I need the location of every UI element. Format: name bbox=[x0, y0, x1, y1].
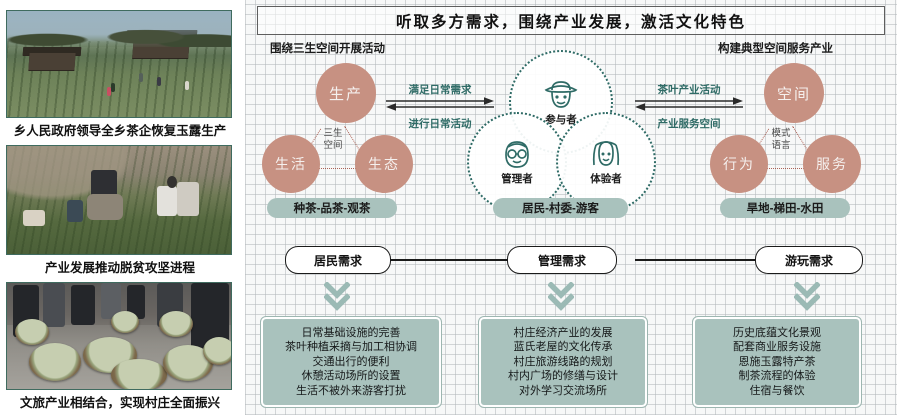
node-production-label: 生产 bbox=[328, 84, 363, 103]
tea-leaf-market-baskets-photo bbox=[6, 282, 232, 390]
diagram-panel: 听取多方需求，围绕产业发展，激活文化特色 围绕三生空间开展活动 生产 生活 生态… bbox=[245, 0, 897, 415]
arrow-left-bottom-label: 进行日常活动 bbox=[408, 118, 472, 130]
list-item: 交通出行的便利 bbox=[312, 355, 390, 368]
double-arrow-icon-left bbox=[386, 97, 494, 111]
list-item: 对外学习交流场所 bbox=[519, 384, 607, 397]
right-center-label: 模式 语言 bbox=[759, 128, 803, 152]
braids-face-icon bbox=[592, 140, 620, 166]
pill-left-group: 种茶-品茶-观茶 bbox=[267, 198, 397, 218]
actor-experiencer[interactable]: 体验者 bbox=[556, 112, 656, 212]
list-item: 休憩活动场所的设置 bbox=[301, 370, 401, 383]
glasses-face-icon bbox=[505, 140, 529, 168]
list-item: 村庄旅游线路的规划 bbox=[513, 355, 613, 368]
actor-manager[interactable]: 管理者 bbox=[467, 112, 567, 212]
detail-box-tourism: 历史底蕴文化景观 配套商业服务设施 恩施玉露特产茶 制茶流程的体验 住宿与餐饮 bbox=[692, 316, 862, 408]
list-item: 生活不被外来游客打扰 bbox=[296, 384, 406, 397]
detail-list-resident: 日常基础设施的完善 茶叶种植采摘与加工相协调 交通出行的便利 休憩活动场所的设置… bbox=[285, 326, 417, 399]
detail-list-management: 村庄经济产业的发展 蓝氏老屋的文化传承 村庄旅游线路的规划 村内广场的修缮与设计… bbox=[508, 326, 618, 399]
arrow-right-group: 茶叶产业活动 产业服务空间 bbox=[635, 82, 743, 131]
list-item: 历史底蕴文化景观 bbox=[733, 326, 821, 339]
list-item: 村内广场的修缮与设计 bbox=[508, 370, 618, 383]
right-center-label-line1: 模式 bbox=[771, 128, 791, 139]
node-behavior[interactable]: 行为 bbox=[710, 135, 768, 193]
node-living-label: 生活 bbox=[275, 157, 307, 173]
photo-block-3: 文旅产业相结合，实现村庄全面振兴 bbox=[6, 282, 234, 411]
farmer-hat-face-icon bbox=[544, 80, 578, 108]
tea-terrace-village-photo bbox=[6, 10, 232, 118]
photo-block-2: 产业发展推动脱贫攻坚进程 bbox=[6, 145, 234, 276]
node-space[interactable]: 空间 bbox=[764, 63, 824, 123]
list-item: 制茶流程的体验 bbox=[738, 370, 816, 383]
chevron-down-icon-3 bbox=[793, 281, 821, 317]
demand-management[interactable]: 管理需求 bbox=[507, 246, 617, 274]
arrow-right-bottom-label: 产业服务空间 bbox=[657, 118, 721, 130]
diagram-title-banner: 听取多方需求，围绕产业发展，激活文化特色 bbox=[257, 6, 885, 35]
list-item: 蓝氏老屋的文化传承 bbox=[513, 341, 613, 354]
left-group-header: 围绕三生空间开展活动 bbox=[270, 43, 385, 55]
triangle-line-right-base bbox=[748, 168, 812, 169]
chevron-down-icon-2 bbox=[547, 281, 575, 317]
node-service[interactable]: 服务 bbox=[803, 135, 861, 193]
list-item: 配套商业服务设施 bbox=[733, 341, 821, 354]
photo-column: 乡人民政府领导全乡茶企恢复玉露生产 产业发展推动脱贫攻坚进程 bbox=[0, 0, 245, 415]
photo-caption-2: 产业发展推动脱贫攻坚进程 bbox=[44, 261, 195, 275]
pill-center-group: 居民-村委-游客 bbox=[493, 198, 628, 218]
tea-picking-slope-photo bbox=[6, 145, 232, 255]
list-item: 住宿与餐饮 bbox=[749, 384, 805, 397]
photo-block-1: 乡人民政府领导全乡茶企恢复玉露生产 bbox=[6, 10, 234, 139]
right-center-label-line2: 语言 bbox=[771, 140, 791, 151]
triangle-line-base bbox=[300, 168, 364, 169]
actor-participant-label: 参与者 bbox=[545, 113, 577, 126]
double-arrow-icon-right bbox=[635, 97, 743, 111]
page-title: 听取多方需求，围绕产业发展，激活文化特色 bbox=[395, 12, 746, 31]
pill-right-group: 旱地-梯田-水田 bbox=[720, 198, 850, 218]
arrow-left-group: 满足日常需求 进行日常活动 bbox=[386, 82, 494, 131]
list-item: 日常基础设施的完善 bbox=[301, 326, 401, 339]
photo-caption-3: 文旅产业相结合，实现村庄全面振兴 bbox=[19, 396, 220, 410]
demand-connector-1 bbox=[387, 259, 507, 261]
detail-box-management: 村庄经济产业的发展 蓝氏老屋的文化传承 村庄旅游线路的规划 村内广场的修缮与设计… bbox=[478, 316, 648, 408]
left-center-label-line2: 空间 bbox=[323, 140, 343, 151]
right-group-header: 构建典型空间服务产业 bbox=[718, 43, 833, 55]
detail-list-tourism: 历史底蕴文化景观 配套商业服务设施 恩施玉露特产茶 制茶流程的体验 住宿与餐饮 bbox=[733, 326, 821, 399]
list-item: 村庄经济产业的发展 bbox=[513, 326, 613, 339]
node-behavior-label: 行为 bbox=[723, 157, 755, 173]
node-ecology-label: 生态 bbox=[368, 157, 400, 173]
node-living[interactable]: 生活 bbox=[262, 135, 320, 193]
list-item: 恩施玉露特产茶 bbox=[738, 355, 816, 368]
node-service-label: 服务 bbox=[816, 157, 848, 173]
left-center-label-line1: 三生 bbox=[323, 128, 343, 139]
node-ecology[interactable]: 生态 bbox=[355, 135, 413, 193]
node-space-label: 空间 bbox=[776, 84, 811, 103]
demand-resident[interactable]: 居民需求 bbox=[285, 246, 391, 274]
demand-connector-2 bbox=[635, 259, 757, 261]
left-center-label: 三生 空间 bbox=[311, 128, 355, 152]
actor-manager-label: 管理者 bbox=[501, 172, 533, 185]
arrow-right-top-label: 茶叶产业活动 bbox=[657, 84, 721, 96]
node-production[interactable]: 生产 bbox=[316, 63, 376, 123]
actor-experiencer-label: 体验者 bbox=[590, 172, 622, 185]
arrow-left-top-label: 满足日常需求 bbox=[408, 84, 472, 96]
list-item: 茶叶种植采摘与加工相协调 bbox=[285, 341, 417, 354]
photo-caption-1: 乡人民政府领导全乡茶企恢复玉露生产 bbox=[13, 124, 227, 138]
chevron-down-icon-1 bbox=[323, 281, 351, 317]
demand-tourism[interactable]: 游玩需求 bbox=[755, 246, 863, 274]
detail-box-resident: 日常基础设施的完善 茶叶种植采摘与加工相协调 交通出行的便利 休憩活动场所的设置… bbox=[260, 316, 442, 408]
